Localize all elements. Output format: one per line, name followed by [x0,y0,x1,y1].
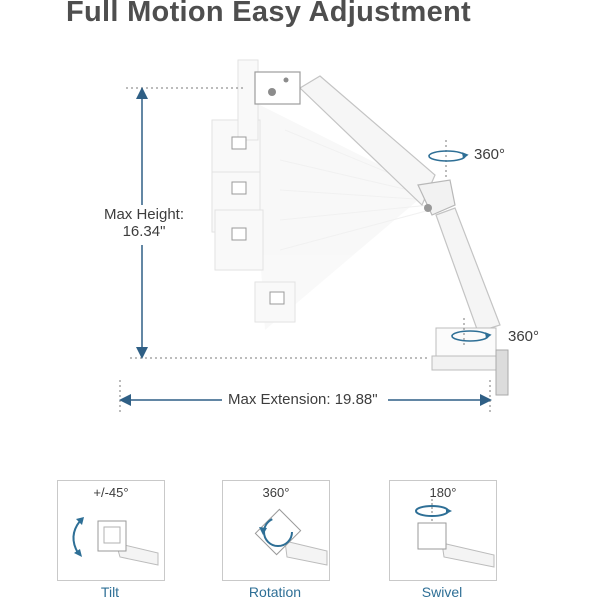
rotate-360-icon [428,150,469,162]
tilt-caption: Tilt [100,584,120,600]
max-height-label-title: Max Height: [103,206,185,223]
tilt-illustration [72,517,159,566]
rotate-arrow-icon [259,527,267,535]
swivel-angle-label: 180° [429,485,457,500]
motion-range-fan [250,100,431,330]
upper-arm [254,71,436,207]
rotation-caption: Rotation [248,584,302,600]
swivel-caption: Swivel [421,584,463,600]
lower-rotation-label: 360° [508,328,540,345]
tilt-arrow-icon [76,517,84,525]
page-title: Full Motion Easy Adjustment [66,0,471,28]
rotate-360-icon [451,330,492,342]
swivel-panel: 180° [389,480,497,581]
tilt-panel: +/-45° [57,480,165,581]
ghost-mount-plates [231,136,285,305]
tilt-angle-label: +/-45° [93,485,129,500]
rotation-panel: 360° [222,480,330,581]
max-height-value: 16.34" [122,223,166,240]
desk-clamp [431,327,509,396]
upper-rotation-label: 360° [474,146,506,163]
ghost-monitor-positions [211,59,296,323]
lower-arm [417,179,501,333]
rotation-angle-label: 360° [262,485,290,500]
swivel-illustration [415,499,495,568]
swivel-arrow-icon [446,508,452,514]
monitor-arm-diagram [119,59,509,412]
max-extension-label: Max Extension: 19.88" [228,391,378,408]
max-height-label: Max Height: 16.34" [96,206,192,240]
rotation-illustration [254,508,328,566]
